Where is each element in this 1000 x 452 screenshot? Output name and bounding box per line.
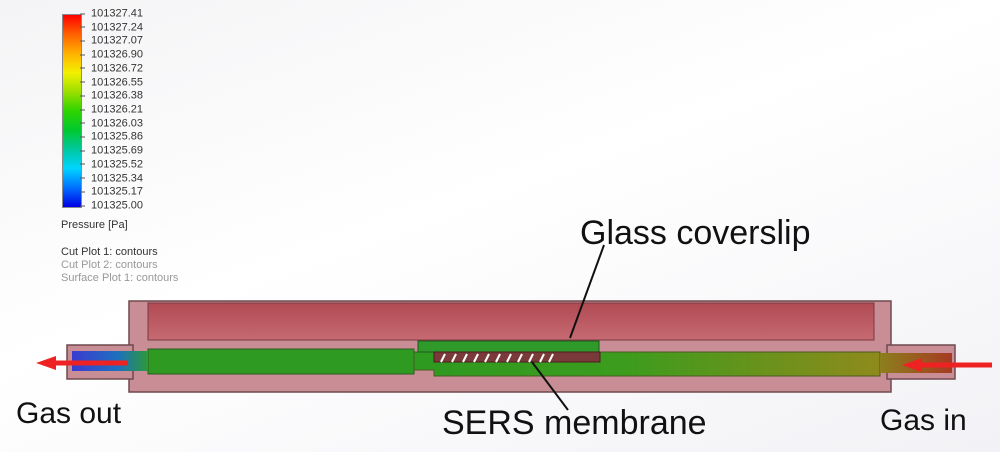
colorbar-tick-label: 101327.07 <box>80 35 143 47</box>
colorbar-title: Pressure [Pa] <box>61 219 128 231</box>
colorbar-tick-label: 101325.17 <box>80 186 143 198</box>
glass-coverslip-label: Glass coverslip <box>580 214 811 252</box>
top-chamber <box>147 302 875 341</box>
sers-membrane-leader <box>531 361 569 411</box>
glass-coverslip <box>417 340 600 353</box>
gas-in-arrow <box>902 358 992 372</box>
colorbar-tick-label: 101325.34 <box>80 173 143 184</box>
plot-list-item: Cut Plot 2: contours <box>61 259 158 271</box>
plot-list-item: Cut Plot 1: contours <box>61 246 158 258</box>
membrane-flow-marks <box>440 353 554 363</box>
sers-membrane <box>433 351 601 363</box>
colorbar-tick-label: 101326.72 <box>80 63 143 74</box>
colorbar-tick-label: 101326.03 <box>80 118 143 129</box>
colorbar-tick-labels: 101327.41 101327.24 101327.07 101326.90 1013… <box>80 8 190 211</box>
colorbar-tick-label: 101326.90 <box>80 49 143 61</box>
colorbar-tick-label: 101325.52 <box>80 159 143 170</box>
colorbar-tick-label: 101325.00 <box>80 200 143 212</box>
colorbar-tick-label: 101326.38 <box>80 90 143 102</box>
gas-in-label: Gas in <box>880 404 967 437</box>
colorbar-tick-label: 101326.55 <box>80 77 143 88</box>
plot-list-item: Surface Plot 1: contours <box>61 272 179 284</box>
gas-out-label: Gas out <box>16 397 122 430</box>
colorbar-tick-label: 101327.24 <box>80 22 143 33</box>
sers-membrane-label: SERS membrane <box>442 404 707 442</box>
colorbar-tick-label: 101326.21 <box>80 104 143 116</box>
colorbar-tick-label: 101325.86 <box>80 131 143 143</box>
colorbar-tick-label: 101327.41 <box>80 8 143 20</box>
gas-out-arrow <box>36 356 128 370</box>
colorbar-tick-label: 101325.69 <box>80 145 143 157</box>
glass-coverslip-leader <box>569 244 605 339</box>
